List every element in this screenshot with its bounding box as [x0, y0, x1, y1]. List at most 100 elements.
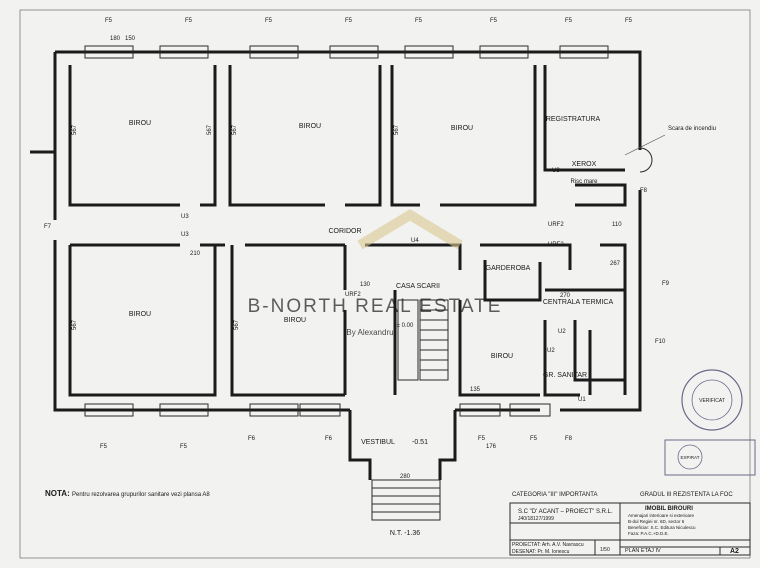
side-label: U2	[547, 348, 555, 354]
room-label-centrala-termica: CENTRALA TERMICA	[543, 299, 614, 306]
window-label-top: F5	[490, 18, 498, 24]
fire-rating-label: GRADUL III REZISTENTA LA FOC	[640, 492, 733, 498]
side-label: U3	[552, 168, 560, 174]
window-label-top: F5	[415, 18, 423, 24]
stamp-text-1: VERIFICAT	[699, 398, 725, 404]
window-label-top: F5	[185, 18, 193, 24]
room-label-gr-sanitar: GR. SANITAR	[543, 372, 587, 379]
firm-name: S.C "D' ACANT – PROIECT" S.R.L.	[518, 509, 613, 515]
plan-label: PLAN ETAJ IV	[625, 548, 661, 554]
project-line3: B-dul Regiei nr. 6D, sector 6	[628, 519, 685, 524]
rectangular-stamp-icon	[664, 439, 756, 476]
fire-escape-stair	[639, 147, 653, 173]
side-label: F7	[44, 224, 52, 230]
firm-registration: J40/18127/1999	[518, 516, 554, 522]
dimension: 567	[207, 124, 213, 135]
bottom-window-labels: F5 F5 F6 F6 F5 F5 F8	[100, 436, 573, 450]
side-label: URF2	[548, 222, 564, 228]
room-label-birou-nw2: BIROU	[299, 123, 321, 130]
room-label-birou-sw: BIROU	[129, 311, 151, 318]
dimension-labels: 567 567 567 567 567 567 180 150 210 270 …	[72, 36, 622, 480]
room-label-coridor: CORIDOR	[328, 228, 361, 235]
side-label: U3	[181, 214, 189, 220]
dimension: 280	[400, 474, 411, 480]
sheet-number: A2	[730, 548, 739, 555]
round-stamp-icon	[681, 369, 743, 431]
dimension: 267	[610, 261, 621, 267]
side-label: U1	[578, 397, 586, 403]
dimension: 180	[110, 36, 121, 42]
dimension: 567	[394, 124, 400, 135]
label-scara-incendiu: Scara de incendiu	[668, 126, 716, 132]
dimension: 176	[486, 444, 497, 450]
door-window-side-labels: F7 F9 F10 F8 U1 U2 U2 U3 U3 U3 U4 URF2 U…	[44, 168, 670, 403]
dimension: 135	[470, 387, 481, 393]
dimension: 567	[72, 319, 78, 330]
window-label-top: F5	[265, 18, 273, 24]
title-block: S.C "D' ACANT – PROIECT" S.R.L. J40/1812…	[509, 502, 751, 556]
side-label: URF2	[345, 292, 361, 298]
category-label: CATEGORIA "III" IMPORTANTA	[512, 492, 598, 498]
window-label-top: F5	[345, 18, 353, 24]
note-label: NOTA:	[45, 489, 70, 498]
project-line5: Faza: P.A.C.+D.D.E.	[628, 531, 669, 536]
watermark-text: B-NORTH REAL ESTATE	[248, 296, 503, 317]
dimension: 567	[234, 319, 240, 330]
stair-flight	[397, 299, 449, 381]
side-label: F9	[662, 281, 670, 287]
project-line2: Amenajari interioare si exterioare	[628, 513, 695, 518]
room-label-casa-scarii: CASA SCARII	[396, 283, 440, 290]
room-label-garderoba: GARDEROBA	[486, 265, 531, 272]
window-label-top: F5	[625, 18, 633, 24]
vestibul-level: -0.51	[412, 439, 428, 446]
dimension: 150	[125, 36, 136, 42]
side-label: F8	[640, 188, 648, 194]
project-line4: Beneficiar: S.C. Editura Niculescu	[628, 525, 696, 530]
window-label-bottom: F5	[100, 444, 108, 450]
window-label-bottom: F5	[180, 444, 188, 450]
dimension: 210	[190, 251, 201, 257]
room-label-birou-nw3: BIROU	[451, 125, 473, 132]
room-label-birou-nw1: BIROU	[129, 120, 151, 127]
bottom-window-openings	[84, 403, 551, 417]
level-zero-label: ± 0.00	[397, 323, 414, 329]
side-label: URF2	[548, 242, 564, 248]
room-label-registratura: REGISTRATURA	[546, 116, 601, 123]
dimension: 567	[232, 124, 238, 135]
side-label: F10	[655, 339, 666, 345]
interior-walls	[68, 65, 627, 397]
window-label-bottom: F6	[325, 436, 333, 442]
room-label-birou-center: BIROU	[491, 353, 513, 360]
window-label-bottom: F5	[478, 436, 486, 442]
sheet-border	[19, 9, 751, 559]
window-label-top: F5	[105, 18, 113, 24]
watermark-logo-icon	[357, 209, 463, 250]
level-nt-label: N.T. -1.36	[390, 530, 420, 537]
stamp-text-2: EXPIRAT	[681, 455, 700, 460]
vestibule-area	[348, 410, 457, 521]
window-label-top: F5	[565, 18, 573, 24]
window-label-bottom: F5	[530, 436, 538, 442]
dimension: 130	[360, 282, 371, 288]
top-window-labels: F5 F5 F5 F5 F5 F5 F5 F5	[105, 18, 633, 24]
window-label-bottom: F8	[565, 436, 573, 442]
watermark-subtext: By Alexandru	[346, 328, 393, 337]
note-text: Pentru rezolvarea grupurilor sanitare ve…	[72, 492, 210, 498]
top-window-openings	[84, 45, 609, 59]
room-label-birou-s2: BIROU	[284, 317, 306, 324]
room-label-vestibul: VESTIBUL	[361, 439, 395, 446]
side-label: U4	[411, 238, 419, 244]
drafter-label: DESENAT: Pr. M. Ionescu	[512, 549, 570, 555]
dimension: 270	[560, 293, 571, 299]
project-title: IMOBIL BIROURI	[645, 506, 693, 512]
dimension: 110	[612, 222, 622, 228]
scale-label: 1/50	[600, 547, 610, 553]
room-label-xerox: XEROX	[572, 161, 597, 168]
room-label-risc-mare: Risc mare	[570, 179, 598, 185]
side-label: U2	[558, 329, 566, 335]
dimension: 567	[72, 124, 78, 135]
approval-stamps: VERIFICAT EXPIRAT	[664, 369, 756, 476]
designer-label: PROIECTAT: Arh. A.V. Navrascu	[512, 542, 584, 548]
